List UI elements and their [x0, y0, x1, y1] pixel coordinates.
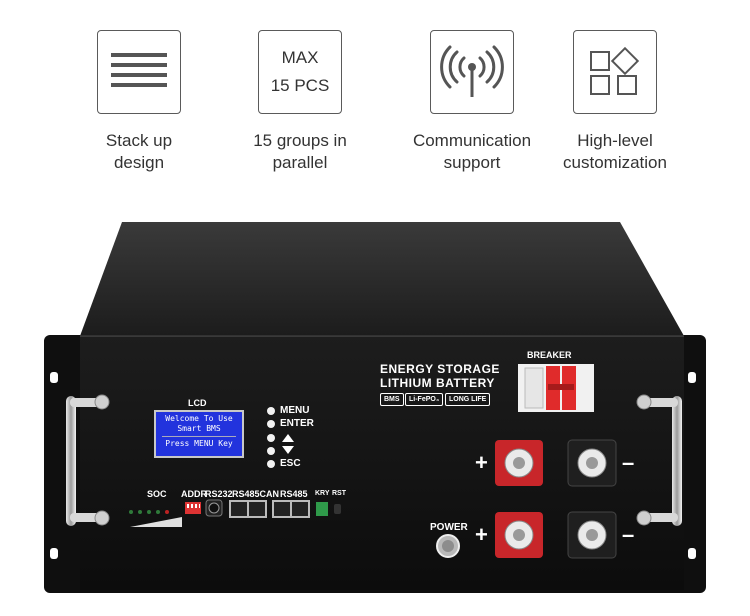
pcs-text: 15 PCS	[270, 76, 330, 95]
feature-communication: Communication support	[397, 30, 547, 174]
positive-sign: +	[475, 450, 488, 475]
feature-caption: High-level customization	[563, 131, 667, 172]
brand-line2: LITHIUM BATTERY	[380, 376, 495, 390]
tag-bms: BMS	[380, 393, 404, 406]
lcd-line: Welcome To Use	[165, 414, 233, 423]
brand-line1: ENERGY STORAGE	[380, 362, 500, 376]
feature-stack-up: Stack up design	[64, 30, 214, 174]
rst-label: RST	[332, 490, 346, 497]
feature-caption: 15 groups in parallel	[253, 131, 347, 172]
rs232-label: RS232	[205, 489, 233, 499]
esc-button-label[interactable]: ESC	[280, 458, 301, 469]
kry-label: KRY	[315, 490, 330, 497]
signal-antenna-icon	[430, 30, 514, 114]
lcd-label: LCD	[188, 398, 207, 408]
negative-sign: –	[622, 522, 635, 547]
feature-caption: Stack up design	[105, 131, 173, 172]
feature-caption: Communication support	[412, 131, 532, 172]
rs485can-label: RS485CAN	[232, 489, 280, 499]
soc-label: SOC	[147, 489, 167, 499]
breaker-label: BREAKER	[527, 350, 572, 360]
max-pcs-icon: MAX 15 PCS	[258, 30, 342, 114]
lcd-line: Smart BMS	[177, 424, 221, 433]
addr-label: ADDR	[181, 489, 207, 499]
positive-sign: +	[475, 522, 488, 547]
feature-parallel: MAX 15 PCS 15 groups in parallel	[225, 30, 375, 174]
negative-sign: –	[622, 450, 635, 475]
menu-button-label[interactable]: MENU	[280, 405, 310, 416]
tag-long-life: LONG LIFE	[445, 393, 491, 406]
feature-customization: High-level customization	[540, 30, 690, 174]
rs485-label: RS485	[280, 489, 308, 499]
power-label: POWER	[430, 522, 468, 533]
stack-lines-icon	[97, 30, 181, 114]
customization-squares-icon	[573, 30, 657, 114]
lcd-line: Press MENU Key	[165, 439, 233, 448]
tag-lifepo4: Li-FePO₄	[405, 393, 444, 406]
lcd-screen: Welcome To Use Smart BMS Press MENU Key	[154, 410, 244, 458]
max-text: MAX	[281, 48, 319, 67]
enter-button-label[interactable]: ENTER	[280, 418, 314, 429]
